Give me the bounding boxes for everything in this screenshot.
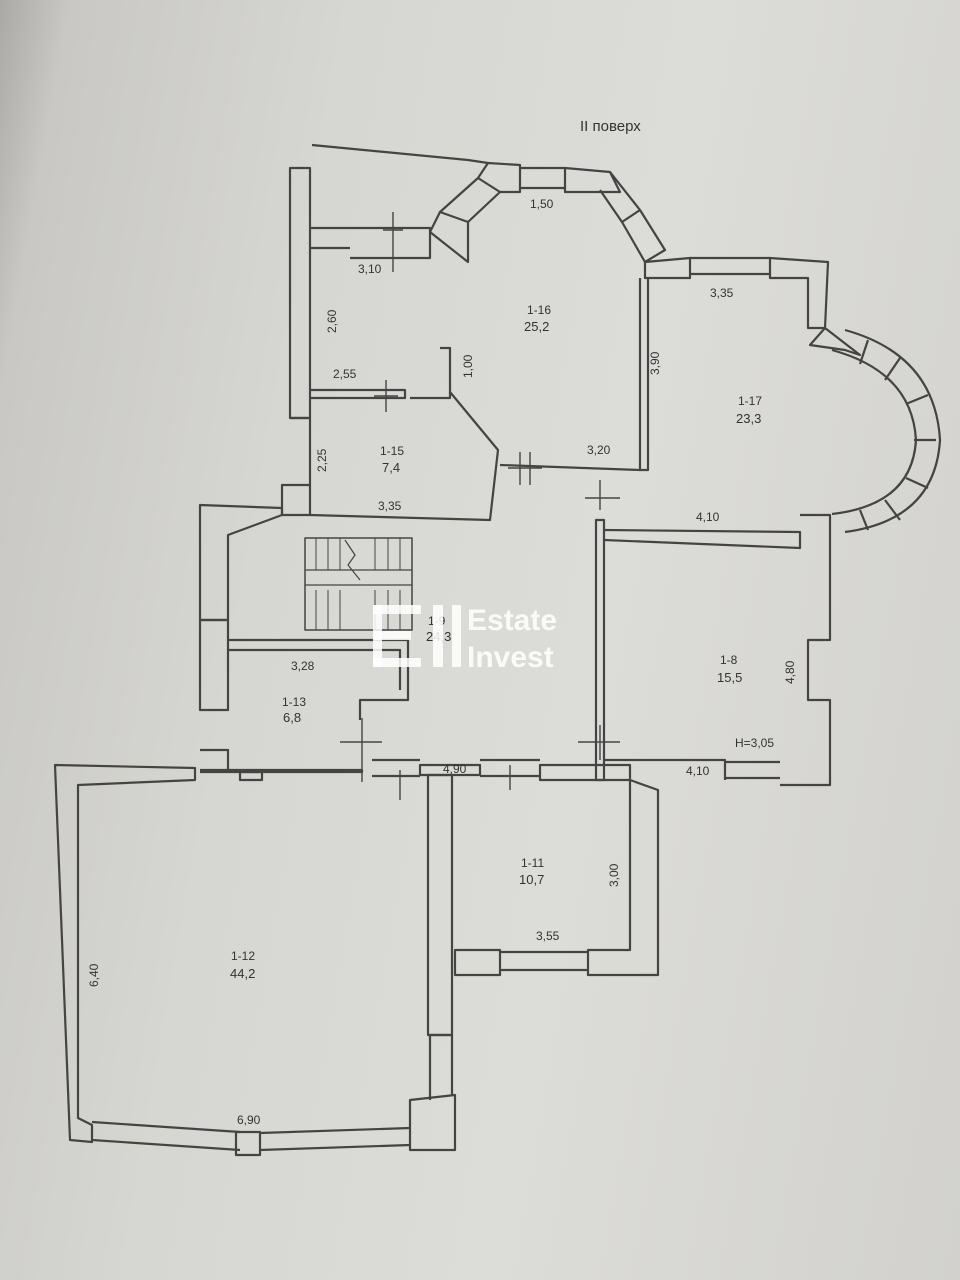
watermark-line1: Estate [467, 604, 557, 637]
dim-label: 1,50 [530, 197, 554, 211]
room-code-1-8: 1-8 [720, 653, 738, 667]
dim-label: 4,10 [686, 764, 710, 778]
dim-label: 3,28 [291, 659, 315, 673]
room-area-1-13: 6,8 [283, 710, 301, 725]
dim-label: 4,10 [696, 510, 720, 524]
dim-label: 3,35 [710, 286, 734, 300]
dim-label: 2,25 [315, 448, 329, 472]
room-code-1-12: 1-12 [231, 949, 255, 963]
dim-label: 3,00 [607, 863, 621, 887]
dim-label: 1,00 [461, 354, 475, 378]
floor-title: ІІ поверх [580, 118, 641, 135]
door-markers [340, 212, 620, 800]
estate-invest-watermark: Estate Invest [373, 604, 557, 674]
room-code-1-17: 1-17 [738, 394, 762, 408]
dim-label: 4,80 [783, 660, 797, 684]
room-area-1-8: 15,5 [717, 670, 742, 685]
room-area-1-17: 23,3 [736, 411, 761, 426]
ceiling-height: H=3,05 [735, 736, 774, 750]
room-area-1-12: 44,2 [230, 966, 255, 981]
dim-label: 3,20 [587, 443, 611, 457]
dim-label: 3,10 [358, 262, 382, 276]
room-area-1-16: 25,2 [524, 319, 549, 334]
dim-label: 3,35 [378, 499, 402, 513]
room-code-1-11: 1-11 [521, 856, 544, 870]
watermark-line2: Invest [467, 641, 554, 674]
dim-label: 3,55 [536, 929, 560, 943]
room-area-1-11: 10,7 [519, 872, 544, 887]
walls [53, 143, 942, 1157]
dim-label: 4,90 [443, 762, 467, 776]
watermark-logo-mark [373, 605, 461, 667]
dim-label: 2,60 [325, 309, 339, 333]
dim-label: 2,55 [333, 367, 357, 381]
dim-label: 6,40 [87, 963, 101, 987]
dim-label: 6,90 [237, 1113, 261, 1127]
room-code-1-15: 1-15 [380, 444, 404, 458]
room-area-1-15: 7,4 [382, 460, 400, 475]
room-code-1-16: 1-16 [527, 303, 551, 317]
dim-label: 3,90 [648, 351, 662, 375]
room-code-1-13: 1-13 [282, 695, 306, 709]
